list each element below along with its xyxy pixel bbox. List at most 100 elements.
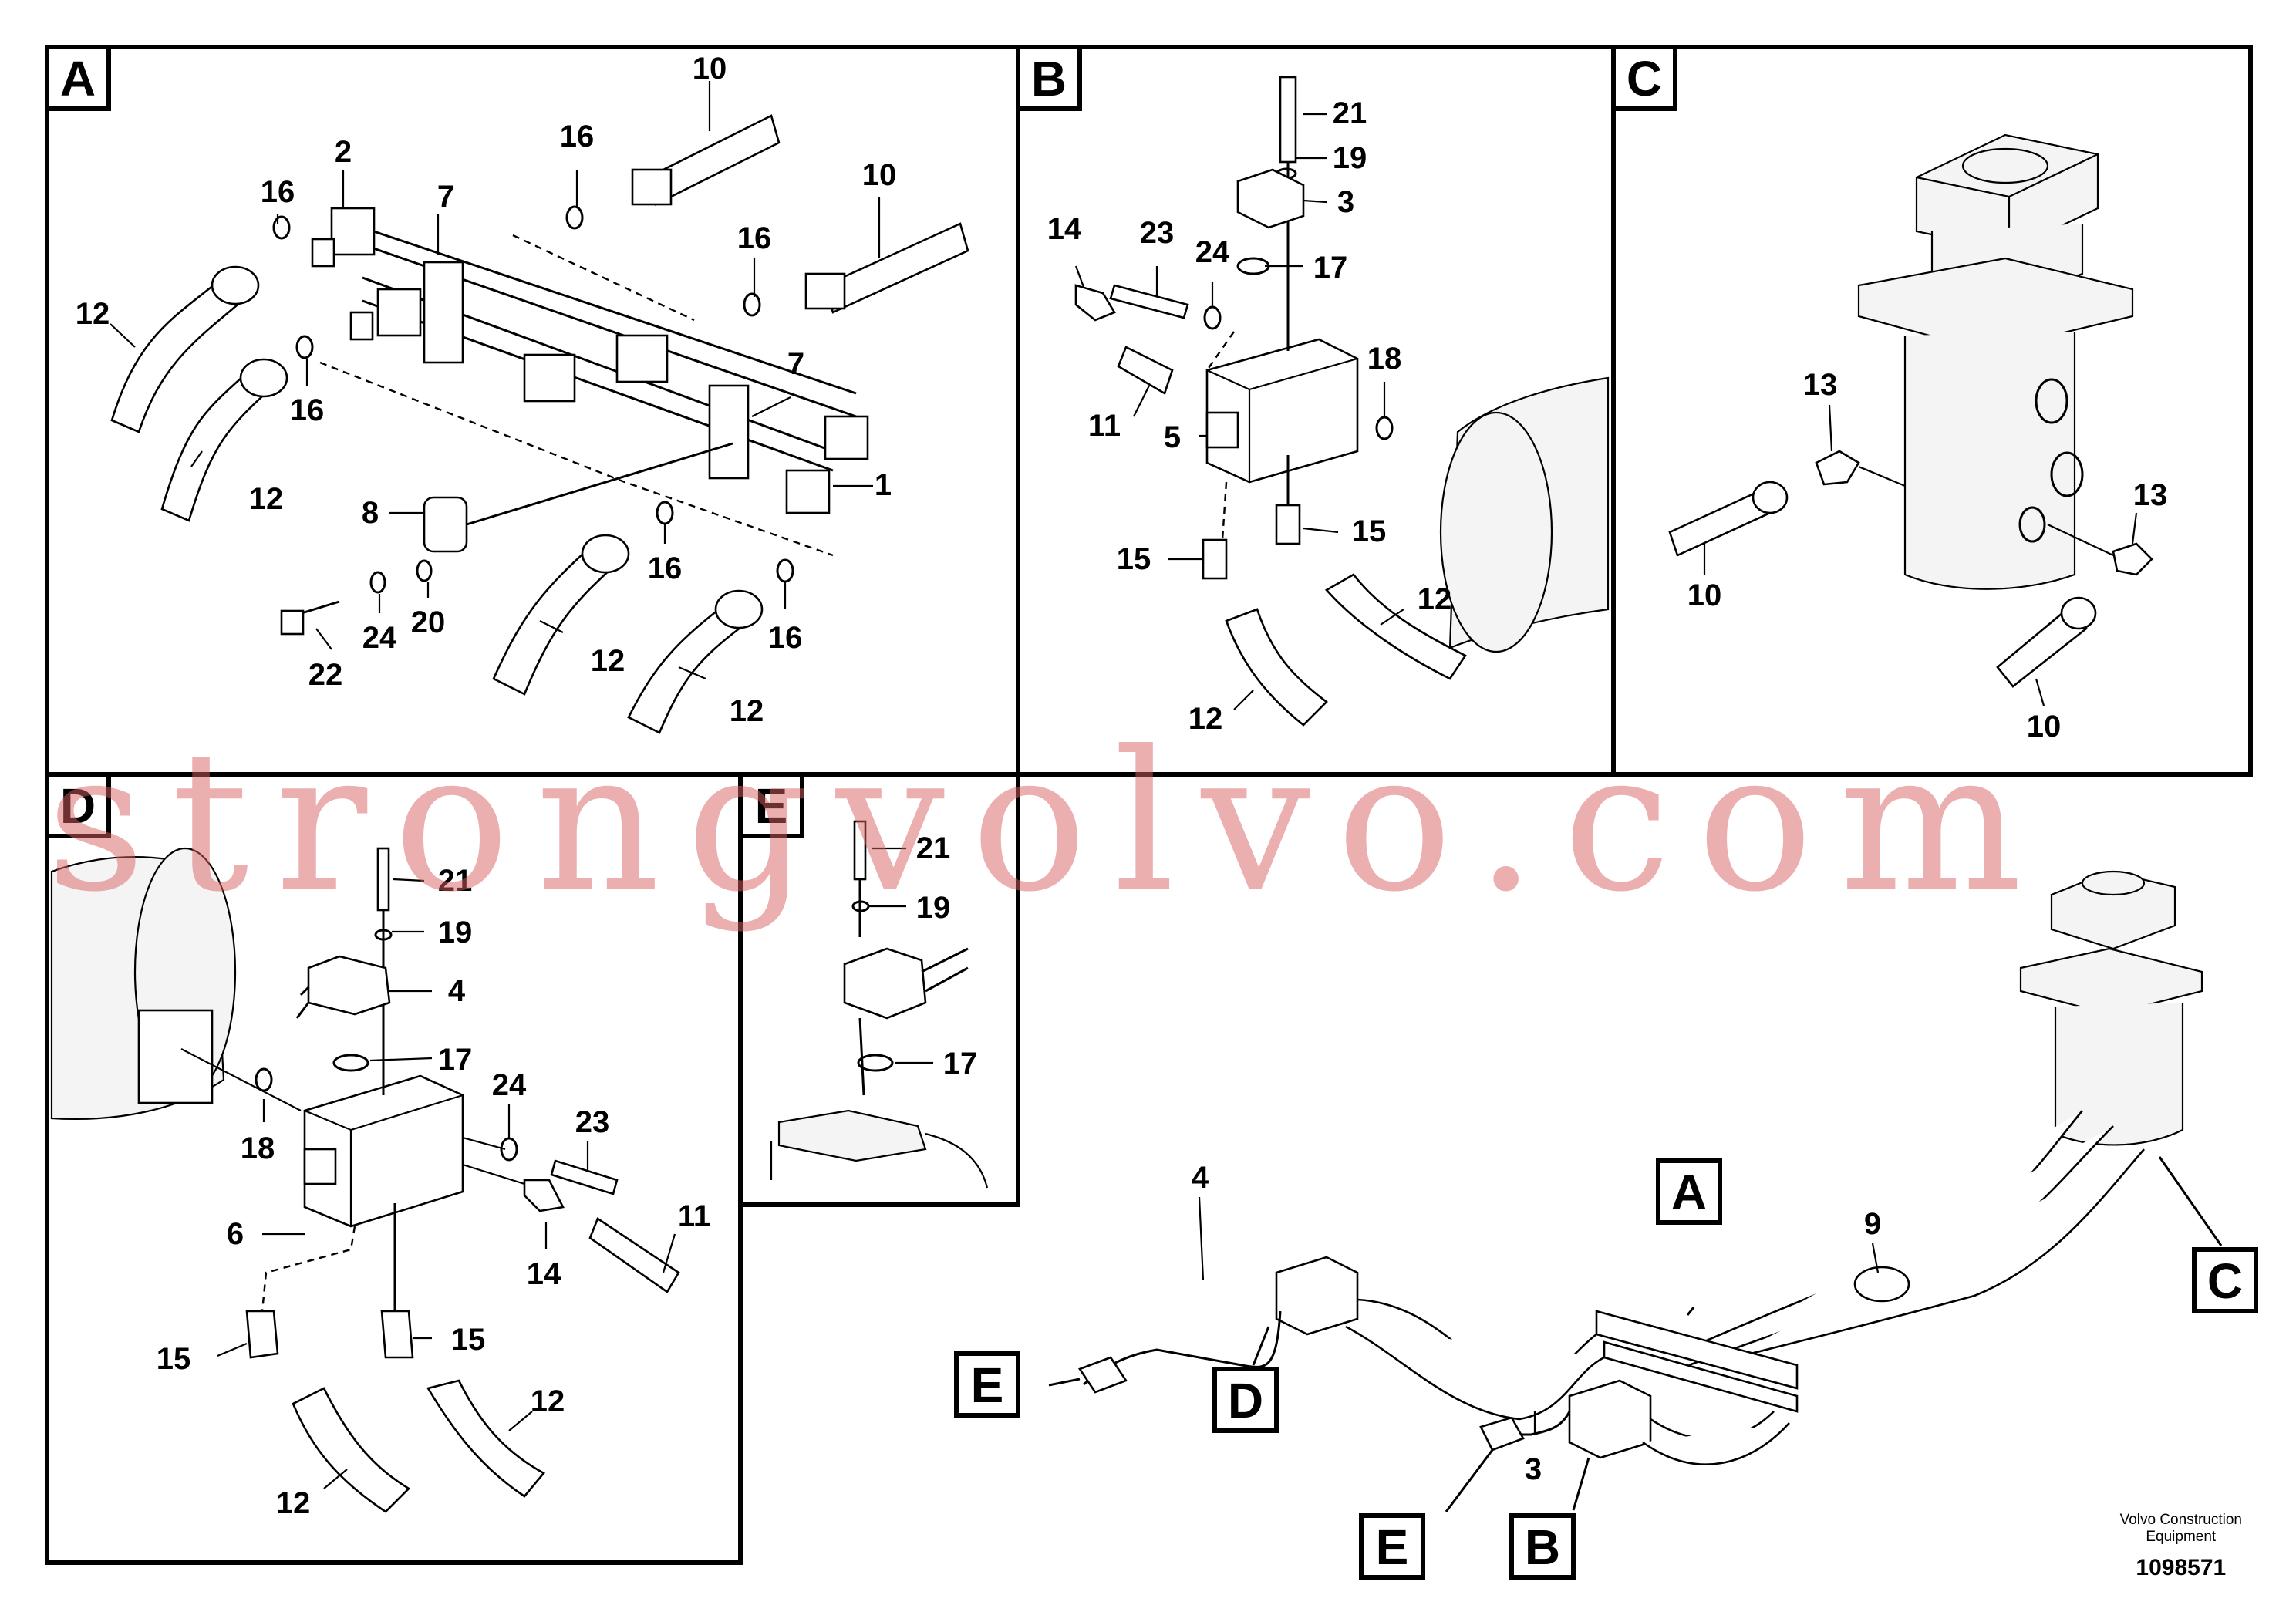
panel-a-callouts: 10 16 10 2 16 7 16 12 16 7 12 8 1 16 16 … [76, 52, 897, 728]
panel-frames [45, 45, 2253, 1565]
part-callout-number: 9 [1864, 1207, 1881, 1241]
part-callout-number: 24 [362, 621, 397, 655]
panel-d-drawing [50, 847, 680, 1513]
panel-e-drawing [770, 820, 989, 1189]
part-callout-number: 12 [1188, 702, 1223, 736]
part-callout-number: 16 [290, 393, 325, 427]
panel-a-letter: A [45, 45, 111, 111]
part-callout-number: 2 [335, 135, 352, 169]
part-callout-number: 18 [241, 1131, 275, 1165]
part-callout-number: 24 [492, 1068, 527, 1102]
part-callout-number: 12 [531, 1384, 565, 1418]
figure-number: 1098571 [2136, 1555, 2227, 1580]
panel-e-callouts: 21 19 17 [916, 831, 978, 1081]
part-callout-number: 12 [730, 694, 764, 728]
panel-b-callouts: 21 19 3 14 23 24 17 18 11 5 15 15 12 12 [1047, 96, 1452, 736]
panel-d-leaders [217, 878, 676, 1489]
overview-letter-e-left: E [954, 1351, 1020, 1418]
detail-letter-label: A [1671, 1165, 1707, 1220]
company-name-line1: Volvo Construction [2119, 1512, 2242, 1528]
panel-b-leaders [1074, 113, 1404, 710]
part-callout-number: 16 [560, 120, 595, 153]
part-callout-number: 15 [451, 1323, 486, 1357]
company-name-line2: Equipment [2146, 1529, 2217, 1545]
part-callout-number: 16 [261, 175, 295, 209]
panel-e-letter: E [738, 772, 804, 838]
part-callout-number: 11 [1088, 409, 1121, 443]
part-callout-number: 13 [2133, 478, 2168, 512]
part-callout-number: 12 [76, 297, 110, 331]
part-callout-number: 7 [787, 347, 804, 381]
overview-letter-boxes: E D A C E B [954, 1158, 2258, 1580]
part-callout-number: 15 [157, 1342, 191, 1376]
detail-letter-label: B [1031, 51, 1067, 106]
detail-letter-label: E [971, 1357, 1004, 1413]
part-callout-number: 14 [1047, 212, 1082, 246]
part-callout-number: 21 [438, 864, 473, 898]
part-callout-number: 4 [448, 974, 466, 1008]
part-callout-number: 22 [308, 658, 343, 692]
overview-letter-b: B [1509, 1513, 1576, 1580]
part-callout-number: 19 [916, 891, 951, 925]
part-callout-number: 4 [1192, 1161, 1209, 1195]
part-callout-number: 17 [943, 1047, 978, 1081]
part-callout-number: 17 [438, 1043, 473, 1077]
part-callout-number: 6 [227, 1217, 244, 1251]
part-callout-number: 10 [693, 52, 727, 86]
part-callout-number: 12 [1418, 582, 1452, 616]
detail-letter-label: A [60, 51, 96, 106]
panel-b-drawing [1074, 76, 1610, 727]
panel-c-callouts: 13 13 10 10 [1687, 368, 2168, 744]
part-callout-number: 14 [527, 1257, 561, 1291]
part-callout-number: 3 [1525, 1452, 1542, 1486]
detail-letter-label: E [755, 778, 788, 834]
overview-leaders [1048, 1156, 2223, 1512]
part-callout-number: 12 [276, 1486, 311, 1520]
part-callout-number: 21 [916, 831, 951, 865]
part-callout-number: 17 [1313, 251, 1348, 285]
overview-letter-a: A [1656, 1158, 1722, 1225]
panel-letter-boxes: A B C D E [45, 45, 1677, 838]
panel-c-leaders [1703, 404, 2138, 706]
part-callout-number: 24 [1195, 235, 1230, 269]
detail-letter-label: C [2207, 1253, 2243, 1309]
panel-c-letter: C [1611, 45, 1677, 111]
part-callout-number: 12 [249, 482, 284, 516]
panel-e-leaders [868, 847, 933, 1064]
part-callout-number: 16 [737, 221, 772, 255]
panel-b-letter: B [1016, 45, 1082, 111]
overview-callouts: 4 9 3 [1192, 1161, 1881, 1486]
overview-letter-d: D [1212, 1367, 1279, 1433]
part-callout-number: 18 [1367, 342, 1402, 376]
panel-a-leaders [110, 81, 881, 680]
part-callout-number: 7 [437, 180, 454, 214]
part-callout-number: 19 [1333, 141, 1367, 175]
part-callout-number: 20 [411, 605, 446, 639]
part-callout-number: 10 [1687, 578, 1722, 612]
part-callout-number: 10 [862, 158, 897, 192]
part-callout-number: 13 [1803, 368, 1838, 402]
overview-letter-c: C [2192, 1247, 2258, 1313]
part-callout-number: 16 [648, 551, 683, 585]
part-callout-number: 21 [1333, 96, 1367, 130]
panel-d-callouts: 21 19 4 17 24 23 18 6 11 14 15 15 12 12 [157, 864, 710, 1520]
part-callout-number: 15 [1352, 514, 1387, 548]
detail-letter-label: D [60, 778, 96, 834]
part-callout-number: 3 [1337, 185, 1354, 219]
footer: Volvo Construction Equipment 1098571 [2120, 1512, 2242, 1581]
part-callout-number: 23 [575, 1105, 610, 1139]
detail-letter-label: C [1627, 51, 1662, 106]
part-callout-number: 1 [875, 468, 892, 502]
panel-d-letter: D [45, 772, 111, 838]
part-callout-number: 19 [438, 916, 473, 949]
detail-letter-label: D [1228, 1373, 1263, 1428]
part-callout-number: 8 [362, 496, 379, 530]
part-callout-number: 23 [1140, 216, 1175, 250]
part-callout-number: 16 [768, 621, 803, 655]
detail-letter-label: E [1376, 1519, 1409, 1575]
panel-c-drawing [1668, 133, 2153, 688]
part-callout-number: 12 [591, 644, 625, 678]
part-callout-number: 10 [2027, 710, 2062, 744]
part-callout-number: 15 [1117, 542, 1151, 576]
